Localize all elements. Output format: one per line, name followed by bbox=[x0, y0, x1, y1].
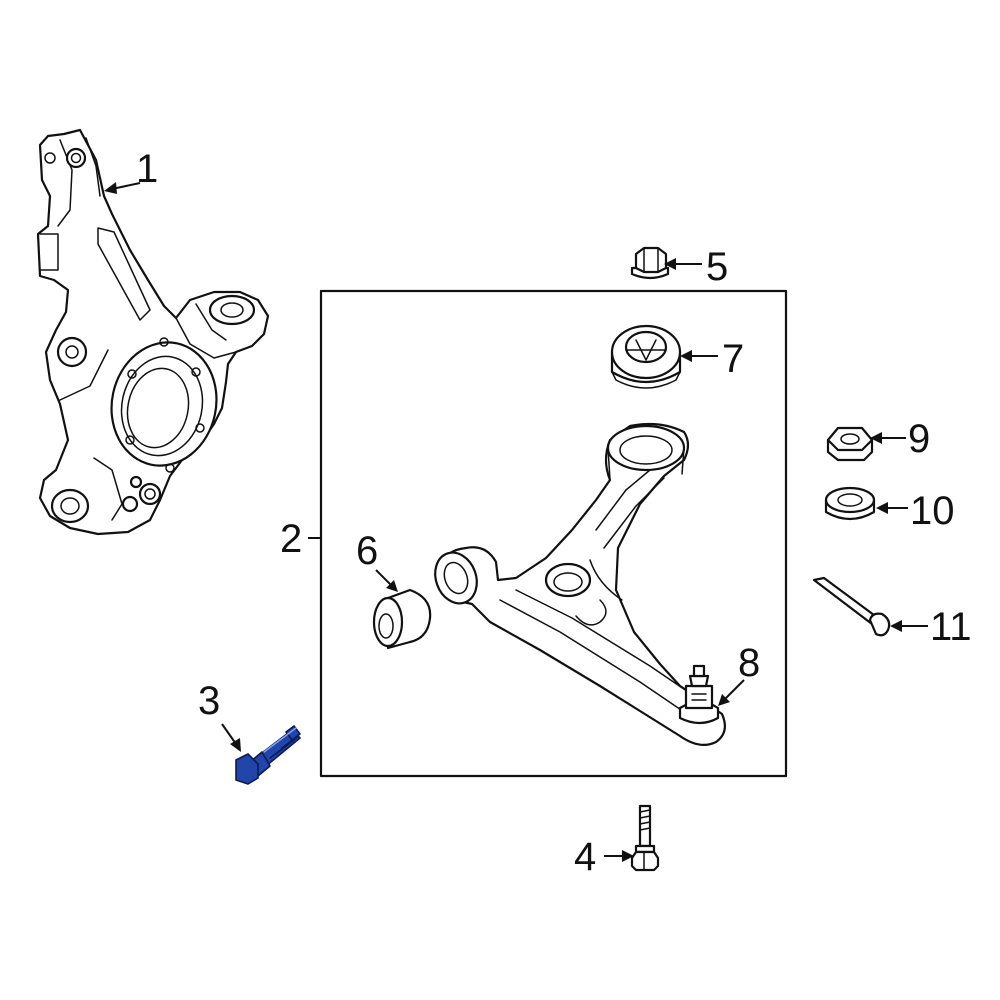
callout-6: 6 bbox=[356, 529, 378, 573]
callout-1: 1 bbox=[136, 147, 158, 191]
callout-2: 2 bbox=[280, 517, 302, 561]
callout-arrows bbox=[104, 182, 928, 862]
bushing-part[interactable] bbox=[372, 588, 432, 650]
control-arm-assembly-box bbox=[319, 289, 788, 778]
steering-knuckle-part[interactable] bbox=[36, 128, 270, 536]
ball-joint-part[interactable] bbox=[678, 664, 720, 725]
callout-8: 8 bbox=[738, 641, 760, 685]
callout-11: 11 bbox=[930, 605, 972, 649]
hex-nut-part[interactable] bbox=[826, 426, 874, 462]
callout-4: 4 bbox=[574, 835, 596, 879]
callout-3: 3 bbox=[198, 679, 220, 723]
callout-9: 9 bbox=[908, 417, 930, 461]
flange-nut-part[interactable] bbox=[630, 246, 670, 280]
callout-5: 5 bbox=[706, 245, 728, 289]
cotter-pin-part[interactable] bbox=[812, 576, 891, 637]
bolt-part[interactable] bbox=[630, 804, 660, 872]
callout-7: 7 bbox=[722, 337, 744, 381]
bolt-highlighted-part[interactable] bbox=[235, 725, 301, 785]
mount-bushing-part[interactable] bbox=[610, 324, 682, 389]
callout-10: 10 bbox=[910, 489, 955, 533]
lower-control-arm-part[interactable] bbox=[428, 422, 727, 747]
washer-part[interactable] bbox=[824, 486, 876, 521]
